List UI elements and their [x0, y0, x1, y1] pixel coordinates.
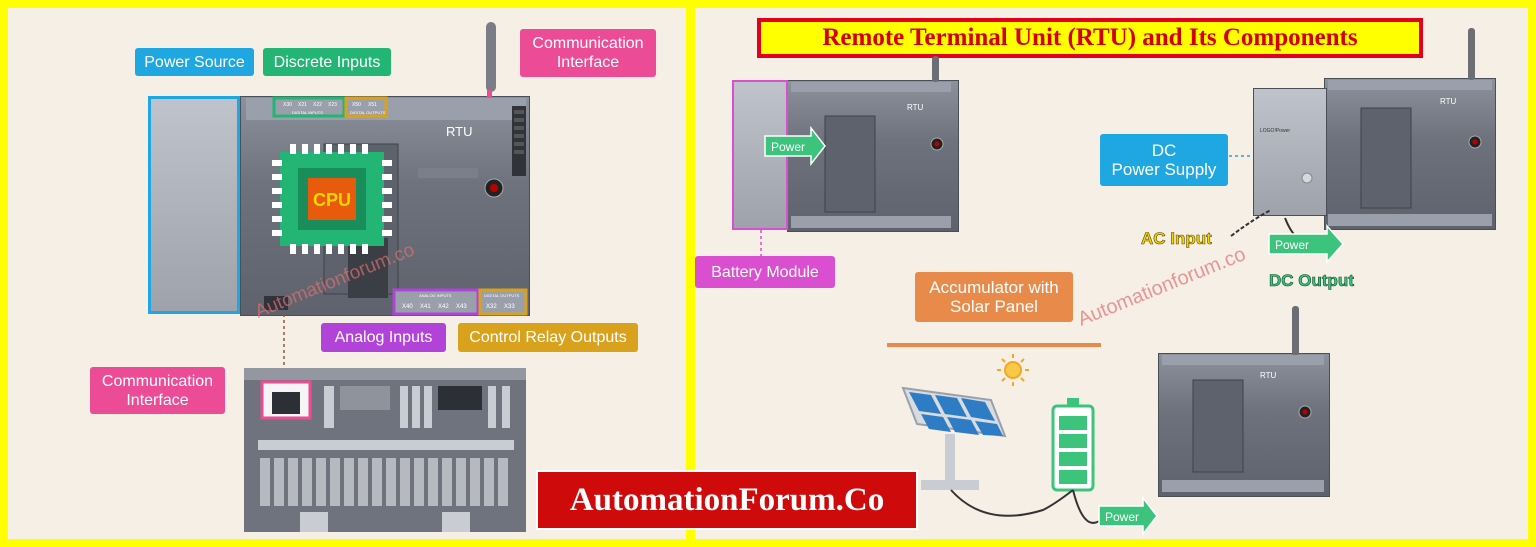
sun-icon [997, 354, 1029, 386]
tag-dc-power-supply: DC Power Supply [1100, 134, 1228, 186]
do-term-1: X51 [368, 102, 377, 108]
power-arrow-dc-label: Power [1275, 238, 1309, 252]
tag-communication-interface-top: Communication Interface [520, 29, 656, 77]
discrete-inputs-box [272, 96, 346, 118]
rtu-solar-device [1158, 353, 1330, 497]
relay-outputs-box [478, 288, 528, 316]
tag-power-source: Power Source [135, 48, 254, 76]
tag-discrete-inputs-label: Discrete Inputs [273, 53, 381, 71]
rtu-label-1: RTU [907, 103, 924, 112]
right-diagram-svg: RTU RTU LOGO!Power RTU [760, 28, 1492, 537]
watermark-right: Automationforum.co [1075, 243, 1249, 330]
tag-power-source-label: Power Source [144, 53, 245, 71]
dc-output-label: DC Output [1269, 271, 1354, 290]
page-title: Remote Terminal Unit (RTU) and Its Compo… [822, 24, 1358, 51]
left-panel: X30 X21 X22 X23 DIGITAL INPUTS X50 X51 D… [8, 8, 686, 539]
horizon-line [887, 343, 1101, 347]
antenna-icon-2 [1468, 28, 1475, 80]
di-term-0: X30 [283, 102, 292, 108]
rtu-label-2: RTU [1440, 97, 1457, 106]
antenna-icon-1 [932, 56, 939, 82]
ao-group-label: DIGITAL OUTPUTS [484, 293, 520, 298]
tag-control-relay-outputs-label: Control Relay Outputs [469, 329, 627, 346]
power-arrow-dc [1268, 224, 1345, 264]
status-leds [512, 106, 526, 176]
title-box: Remote Terminal Unit (RTU) and Its Compo… [757, 18, 1423, 58]
brand-banner-text: AutomationForum.Co [569, 481, 885, 518]
rtu-label-3: RTU [1260, 371, 1277, 380]
battery-icon [1051, 398, 1095, 492]
ethernet-port-icon [264, 296, 288, 310]
power-source-module [148, 96, 240, 314]
power-arrow-battery-label: Power [771, 140, 805, 154]
power-arrow-solar [1098, 495, 1158, 537]
relay-term-0: X32 [486, 304, 497, 310]
di-term-1: X21 [298, 102, 307, 108]
brand-banner: AutomationForum.Co [536, 470, 918, 530]
tag-analog-inputs: Analog Inputs [321, 323, 446, 352]
rtu-label: RTU [446, 124, 472, 139]
ac-input-label: AC Input [1141, 229, 1212, 248]
dc-power-supply-module [1253, 88, 1327, 216]
relay-term-1: X33 [504, 304, 515, 310]
tag-dc-power-supply-label: DC Power Supply [1111, 141, 1217, 179]
panel-divider [686, 0, 695, 547]
antenna-icon [486, 22, 496, 92]
ai-term-1: X41 [420, 304, 431, 310]
analog-inputs-box [392, 288, 480, 316]
ai-term-3: X43 [456, 304, 467, 310]
antenna-icon-3 [1292, 306, 1299, 356]
power-arrow-solar-label: Power [1105, 510, 1139, 524]
tag-communication-interface-bottom-label: Communication Interface [101, 372, 214, 409]
digital-outputs-box [344, 96, 388, 118]
do-term-0: X50 [352, 102, 361, 108]
ai-term-0: X40 [402, 304, 413, 310]
tag-communication-interface-bottom: Communication Interface [90, 367, 225, 414]
tag-analog-inputs-label: Analog Inputs [334, 329, 433, 346]
di-group-label: DIGITAL INPUTS [292, 110, 323, 115]
ai-group-label: ANALOG INPUTS [419, 293, 452, 298]
solar-panel-icon [901, 386, 1007, 490]
ai-term-2: X42 [438, 304, 449, 310]
di-term-3: X23 [328, 102, 337, 108]
tag-control-relay-outputs: Control Relay Outputs [458, 323, 638, 352]
di-term-2: X22 [313, 102, 322, 108]
psu-brand: LOGO!Power [1260, 128, 1290, 134]
cpu-chip [272, 144, 392, 254]
tag-accumulator: Accumulator with Solar Panel [915, 272, 1073, 322]
tag-communication-interface-top-label: Communication Interface [532, 35, 644, 71]
left-diagram-svg: X30 X21 X22 X23 DIGITAL INPUTS X50 X51 D… [244, 22, 528, 532]
panel-battery-cable [950, 489, 1074, 517]
tag-battery-module: Battery Module [695, 256, 835, 288]
tag-battery-module-label: Battery Module [711, 263, 819, 281]
reset-button-led [490, 184, 498, 192]
cpu-label: CPU [313, 190, 351, 210]
power-arrow-battery [764, 125, 826, 167]
indicator-row [418, 168, 478, 178]
terminal-block-detail [244, 368, 526, 532]
tag-accumulator-label: Accumulator with Solar Panel [929, 278, 1059, 316]
right-panel: Remote Terminal Unit (RTU) and Its Compo… [695, 8, 1528, 539]
antenna-connector [487, 90, 492, 98]
do-group-label: DIGITAL OUTPUTS [350, 110, 386, 115]
ac-input-cable [1230, 209, 1272, 237]
tag-discrete-inputs: Discrete Inputs [263, 48, 391, 76]
